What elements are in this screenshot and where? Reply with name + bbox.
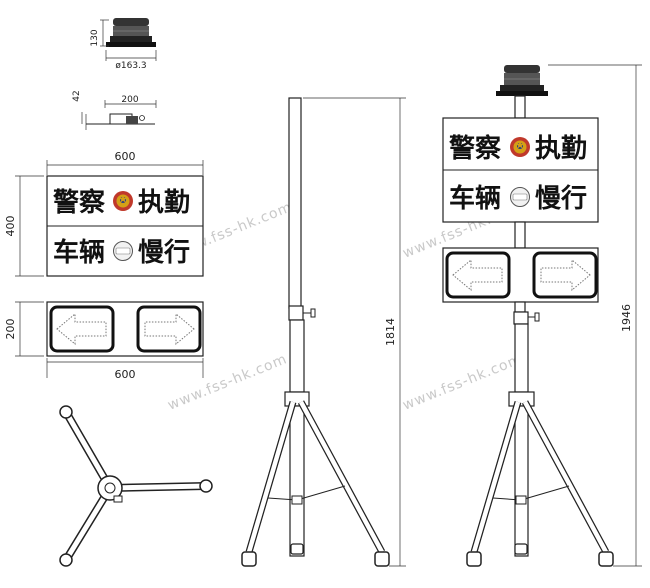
foot-right — [374, 551, 390, 567]
sign-text-vehicle: 车辆 — [53, 237, 105, 268]
tripod-top-view — [59, 405, 213, 567]
dim-bracket-width: 200 — [121, 95, 138, 105]
outer-pole — [289, 319, 305, 393]
sign-text-slow: 慢行 — [138, 237, 190, 268]
sign-panel-front: 600 400 警察 执勤 车辆 慢行 — [4, 150, 204, 277]
arrow-panel-front: 200 600 — [4, 301, 204, 381]
police-emblem-icon — [113, 191, 133, 211]
center-pole — [289, 405, 305, 557]
light-flange — [106, 42, 156, 47]
dim-arrow-width: 600 — [115, 368, 136, 381]
foot-center — [290, 543, 304, 555]
arrow-right-frame — [136, 305, 202, 353]
police-badge-icon-2 — [510, 187, 530, 207]
dim-light-height: 130 — [90, 29, 100, 46]
arrow-left-icon-2 — [452, 258, 503, 292]
dim-sign-width: 600 — [115, 150, 136, 163]
pole-assembly-middle: 1814 — [241, 97, 406, 567]
warning-light-detail: 130 ø163.3 — [90, 18, 157, 71]
arrow-left-frame — [49, 305, 115, 353]
dim-sign-height: 400 — [4, 216, 17, 237]
arrow-left-icon — [56, 312, 107, 346]
sign-text-vehicle-2: 车辆 — [449, 183, 501, 214]
light-dome — [113, 18, 149, 26]
full-assembly-right: 警察 执勤 车辆 慢行 — [442, 64, 642, 567]
light-base — [110, 36, 152, 42]
watermarks: www.fss-hk.com www.fss-hk.com www.fss-hk… — [166, 199, 525, 414]
police-badge-icon — [113, 241, 133, 261]
sign-text-police-2: 警察 — [449, 133, 502, 164]
watermark-3: www.fss-hk.com — [166, 351, 290, 414]
dim-arrow-height: 200 — [4, 319, 17, 340]
watermark-4: www.fss-hk.com — [401, 351, 525, 414]
bracket-block — [126, 116, 138, 124]
police-emblem-icon-2 — [510, 137, 530, 157]
arrow-right-icon — [144, 312, 195, 346]
foot-left — [241, 551, 257, 567]
sign-text-on-duty: 执勤 — [138, 188, 190, 218]
inner-pole — [288, 97, 302, 309]
sign-text-slow-2: 慢行 — [535, 183, 587, 214]
pole-clamp — [288, 305, 304, 321]
dim-bracket-height: 42 — [72, 90, 82, 101]
sign-text-on-duty-2: 执勤 — [535, 134, 587, 164]
dim-pole-height: 1814 — [384, 318, 397, 346]
warning-light — [496, 91, 548, 96]
dim-total-height: 1946 — [620, 304, 633, 332]
bracket-detail: 42 200 — [72, 90, 157, 130]
dim-light-diameter: ø163.3 — [115, 61, 146, 71]
sign-text-police: 警察 — [53, 187, 106, 218]
arrow-right-icon-2 — [540, 258, 591, 292]
